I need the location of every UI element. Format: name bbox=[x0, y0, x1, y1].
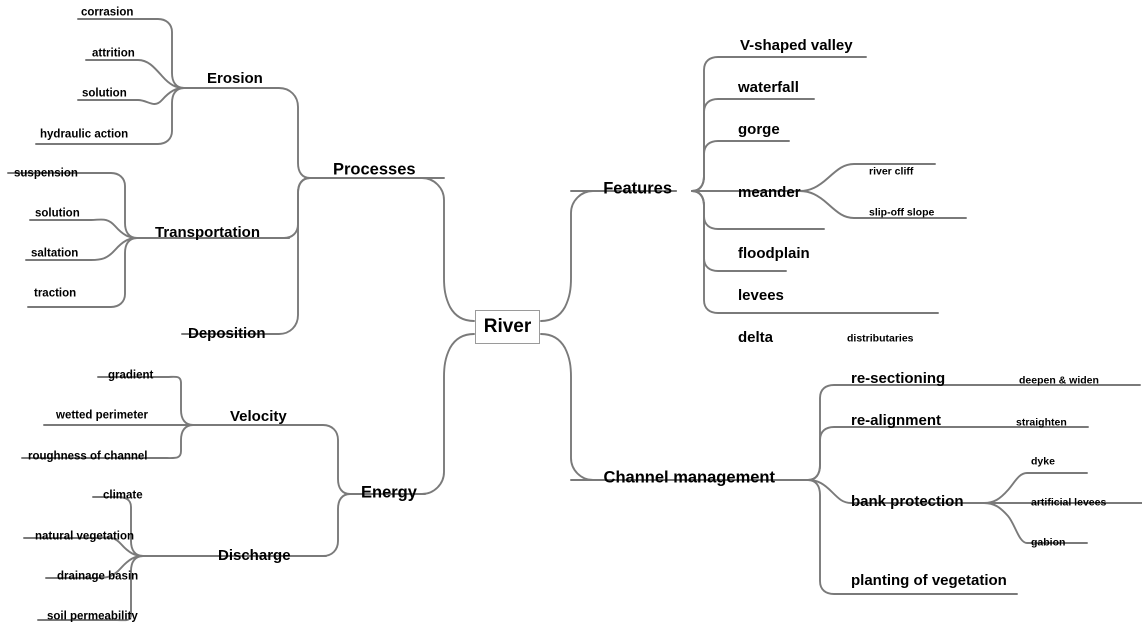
node-levees[interactable]: levees bbox=[738, 287, 784, 304]
leaf-hydraulic-action[interactable]: hydraulic action bbox=[40, 128, 129, 141]
leaf-deepen-and-widen[interactable]: deepen & widen bbox=[1019, 374, 1099, 387]
leaf-slip-off-slope[interactable]: slip-off slope bbox=[869, 206, 935, 219]
branch-features-label[interactable]: Features bbox=[603, 179, 672, 198]
branch-energy-label[interactable]: Energy bbox=[361, 483, 417, 502]
leaf-drainage-basin[interactable]: drainage basin bbox=[57, 570, 139, 583]
leaf-climate[interactable]: climate bbox=[103, 489, 143, 502]
leaf-distributaries[interactable]: distributaries bbox=[847, 332, 914, 345]
node-bank-protection[interactable]: bank protection bbox=[851, 493, 964, 510]
root-label: River bbox=[483, 316, 532, 337]
node-gorge[interactable]: gorge bbox=[738, 121, 780, 138]
node-re-alignment[interactable]: re-alignment bbox=[851, 412, 942, 429]
leaf-dyke[interactable]: dyke bbox=[1031, 455, 1055, 468]
leaf-soil-permeability[interactable]: soil permeability bbox=[47, 610, 138, 623]
root-node[interactable]: River bbox=[475, 310, 540, 344]
leaf-artificial-levees[interactable]: artificial levees bbox=[1031, 496, 1107, 509]
node-deposition-label[interactable]: Deposition bbox=[188, 325, 266, 342]
node-velocity-label[interactable]: Velocity bbox=[230, 408, 287, 425]
node-re-sectioning[interactable]: re-sectioning bbox=[851, 370, 946, 387]
branch-processes-label[interactable]: Processes bbox=[333, 160, 416, 179]
leaf-roughness-of-channel[interactable]: roughness of channel bbox=[28, 450, 148, 463]
node-delta[interactable]: delta bbox=[738, 329, 774, 346]
node-erosion-label[interactable]: Erosion bbox=[207, 70, 263, 87]
node-transportation-label[interactable]: Transportation bbox=[155, 224, 261, 241]
leaf-solution-erosion[interactable]: solution bbox=[82, 87, 127, 100]
leaf-gabion[interactable]: gabion bbox=[1031, 536, 1066, 549]
leaf-corrasion[interactable]: corrasion bbox=[81, 6, 134, 19]
leaf-suspension[interactable]: suspension bbox=[14, 167, 78, 180]
branch-channel-management-label[interactable]: Channel management bbox=[603, 468, 775, 487]
node-floodplain[interactable]: floodplain bbox=[738, 245, 810, 262]
node-meander[interactable]: meander bbox=[738, 184, 801, 201]
leaf-straighten[interactable]: straighten bbox=[1016, 416, 1067, 429]
leaf-saltation[interactable]: saltation bbox=[31, 247, 79, 260]
leaf-wetted-perimeter[interactable]: wetted perimeter bbox=[56, 409, 149, 422]
node-planting-of-vegetation[interactable]: planting of vegetation bbox=[851, 572, 1007, 589]
leaf-solution-transport[interactable]: solution bbox=[35, 207, 80, 220]
leaf-gradient[interactable]: gradient bbox=[108, 369, 154, 382]
leaf-traction[interactable]: traction bbox=[34, 287, 77, 300]
node-waterfall[interactable]: waterfall bbox=[738, 79, 799, 96]
leaf-attrition[interactable]: attrition bbox=[92, 47, 135, 60]
leaf-natural-vegetation[interactable]: natural vegetation bbox=[35, 530, 135, 543]
node-discharge-label[interactable]: Discharge bbox=[218, 547, 291, 564]
node-v-shaped-valley[interactable]: V-shaped valley bbox=[740, 37, 853, 54]
leaf-river-cliff[interactable]: river cliff bbox=[869, 165, 914, 178]
